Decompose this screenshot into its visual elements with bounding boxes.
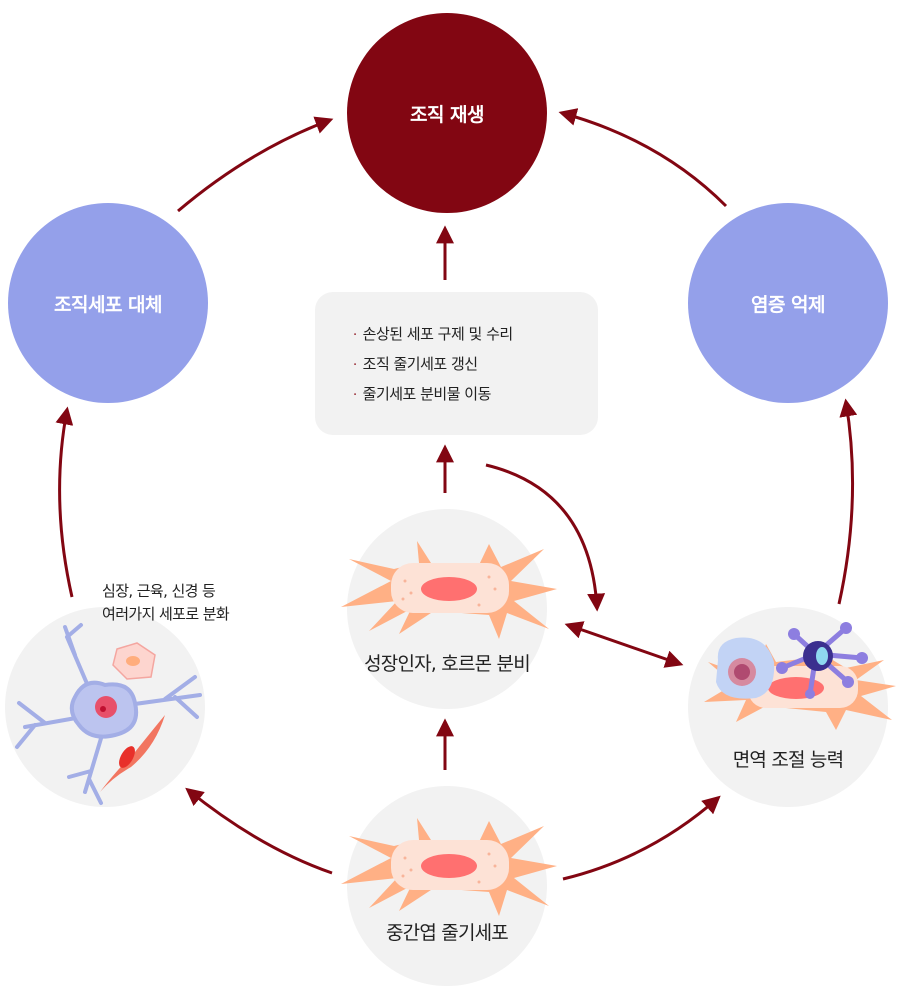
node-tissue-cell-replacement: 조직세포 대체 — [8, 203, 208, 403]
node-tissue-regeneration-label: 조직 재생 — [409, 103, 485, 126]
arrow-bottom-right-to-right — [837, 398, 858, 605]
mesenchymal-cell-icon — [341, 541, 557, 639]
info-item: · 줄기세포 분비물 이동 — [353, 380, 598, 410]
arrow-box-to-middle-right — [485, 463, 606, 612]
info-item-text: 조직 줄기세포 갱신 — [362, 355, 478, 373]
bullet-icon: · — [353, 388, 357, 403]
node-growth-factor-secretion-label: 성장인자, 호르몬 분비 — [364, 653, 531, 675]
info-item: · 조직 줄기세포 갱신 — [353, 350, 598, 380]
arrow-left-to-top — [177, 116, 334, 213]
bullet-icon: · — [353, 328, 357, 343]
arrow-right-to-top — [558, 108, 728, 208]
node-growth-factor-secretion: 성장인자, 호르몬 분비 — [341, 509, 557, 709]
bullet-icon: · — [353, 358, 357, 373]
arrow-bottom-left-to-left — [55, 406, 74, 598]
differentiation-note-line1: 심장, 근육, 신경 등 — [102, 582, 216, 600]
node-tissue-regeneration: 조직 재생 — [347, 13, 547, 213]
info-item: · 손상된 세포 구제 및 수리 — [353, 320, 598, 350]
arrow-bottom-to-bottom-left — [185, 787, 333, 875]
differentiation-note-line2: 여러가지 세포로 분화 — [102, 605, 230, 623]
node-cell-differentiation — [5, 607, 205, 807]
node-inflammation-suppression: 염증 억제 — [688, 203, 888, 403]
node-immune-modulation-label: 면역 조절 능력 — [732, 749, 844, 771]
mechanism-info-box: · 손상된 세포 구제 및 수리 · 조직 줄기세포 갱신 · 줄기세포 분비물 이동 — [315, 292, 598, 435]
node-immune-modulation: 면역 조절 능력 — [688, 607, 896, 807]
node-inflammation-suppression-label: 염증 억제 — [750, 293, 826, 316]
node-mesenchymal-stem-cell-label: 중간엽 줄기세포 — [385, 922, 509, 944]
node-tissue-cell-replacement-label: 조직세포 대체 — [54, 293, 163, 316]
info-item-text: 줄기세포 분비물 이동 — [362, 385, 492, 403]
differentiated-cells-icon — [15, 623, 202, 805]
differentiation-note: 심장, 근육, 신경 등 여러가지 세포로 분화 — [102, 580, 230, 626]
arrow-middle-bottom-right-bidirectional — [564, 621, 684, 668]
info-item-text: 손상된 세포 구제 및 수리 — [362, 325, 514, 343]
node-mesenchymal-stem-cell: 중간엽 줄기세포 — [341, 786, 557, 986]
mesenchymal-cell-icon — [341, 818, 557, 916]
immune-cells-icon — [704, 622, 896, 730]
arrow-bottom-to-bottom-right — [562, 795, 721, 881]
